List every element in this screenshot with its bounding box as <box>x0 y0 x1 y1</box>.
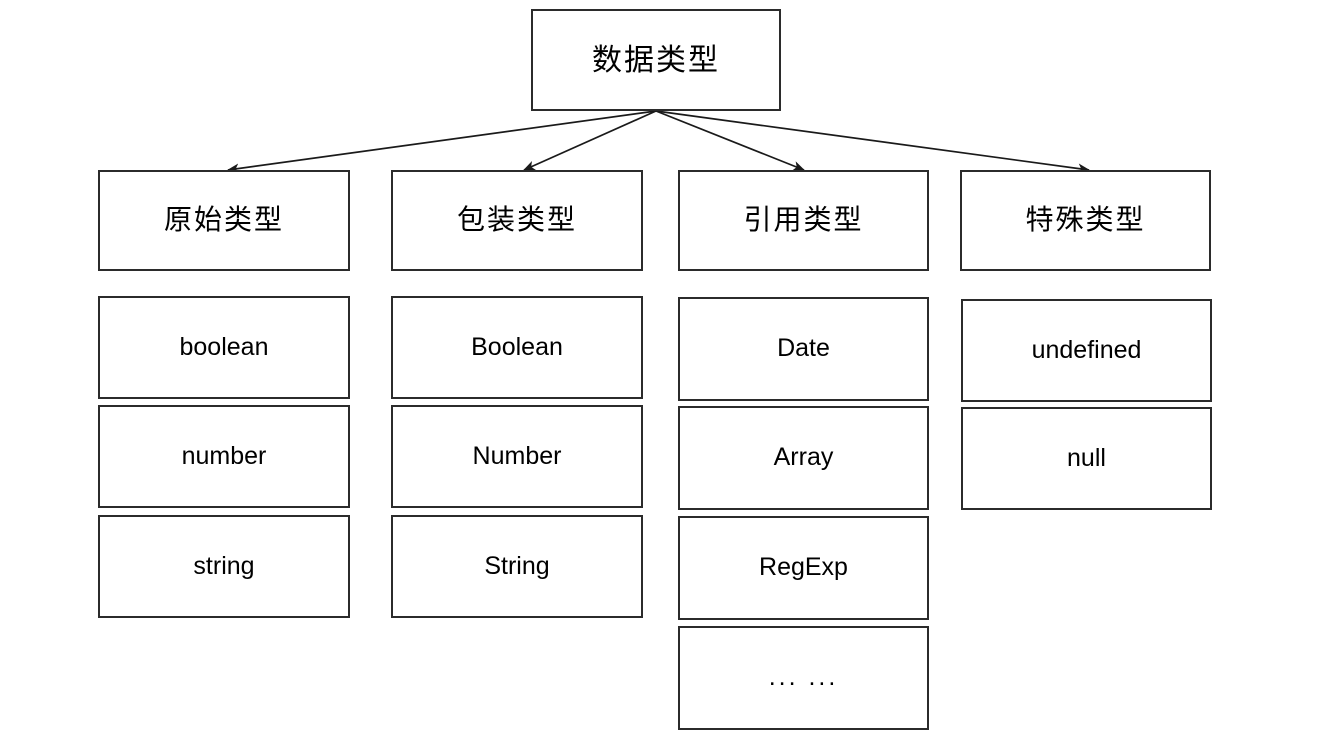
node-label: 特殊类型 <box>1025 204 1146 236</box>
node-label: 原始类型 <box>163 204 284 236</box>
node-label: number <box>181 441 267 470</box>
arrow-to-primitive <box>227 110 657 174</box>
node-label: 引用类型 <box>743 204 864 236</box>
node-label: null <box>1067 443 1106 472</box>
node-label: boolean <box>179 332 269 361</box>
node-leaf-number-primitive[interactable]: number <box>98 405 350 508</box>
node-label: undefined <box>1031 335 1142 364</box>
node-label: 包装类型 <box>456 204 577 236</box>
node-label: Array <box>773 443 834 472</box>
node-label: Boolean <box>471 332 563 361</box>
arrow-to-reference <box>655 110 805 171</box>
node-label: Date <box>777 334 830 363</box>
node-root-data-types[interactable]: 数据类型 <box>531 9 781 111</box>
node-leaf-string-wrapper[interactable]: String <box>391 515 643 618</box>
node-leaf-string-primitive[interactable]: string <box>98 515 350 618</box>
node-leaf-regexp[interactable]: RegExp <box>678 516 929 620</box>
node-category-wrapper[interactable]: 包装类型 <box>391 170 643 271</box>
node-leaf-more-ellipsis[interactable]: ... ... <box>678 626 929 730</box>
node-label: 数据类型 <box>592 43 720 77</box>
node-category-special[interactable]: 特殊类型 <box>960 170 1211 271</box>
node-label: Number <box>472 441 562 470</box>
node-label: string <box>193 551 255 580</box>
node-leaf-undefined[interactable]: undefined <box>961 299 1212 402</box>
node-leaf-number-wrapper[interactable]: Number <box>391 405 643 508</box>
arrow-to-special <box>655 110 1090 174</box>
node-leaf-date[interactable]: Date <box>678 297 929 401</box>
arrow-to-wrapper <box>523 110 657 171</box>
node-category-reference[interactable]: 引用类型 <box>678 170 929 271</box>
node-leaf-null[interactable]: null <box>961 407 1212 510</box>
node-leaf-boolean-wrapper[interactable]: Boolean <box>391 296 643 399</box>
node-leaf-boolean-primitive[interactable]: boolean <box>98 296 350 399</box>
node-label: String <box>484 551 550 580</box>
node-category-primitive[interactable]: 原始类型 <box>98 170 350 271</box>
node-label: ... ... <box>768 663 839 692</box>
node-label: RegExp <box>759 553 848 582</box>
node-leaf-array[interactable]: Array <box>678 406 929 510</box>
